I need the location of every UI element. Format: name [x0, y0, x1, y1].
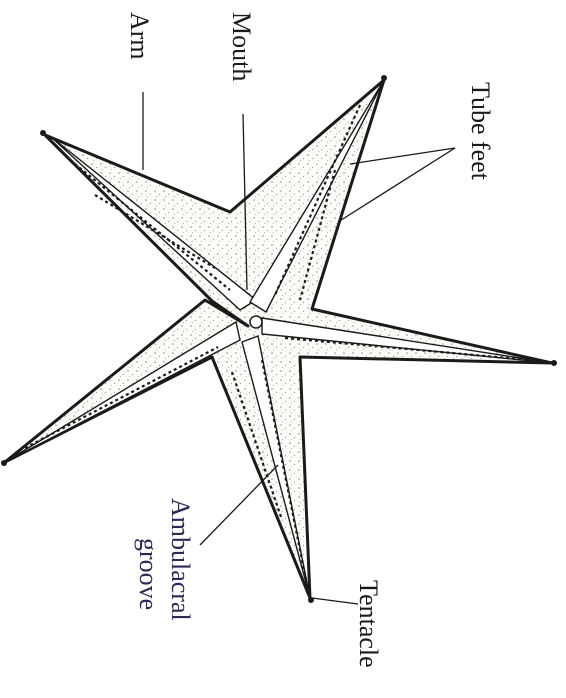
label-tentacle: Tentacle — [354, 580, 383, 668]
groove-left — [5, 322, 240, 462]
label-tube-feet: Tube feet — [466, 82, 495, 181]
ambulacral-groove-leader — [200, 465, 278, 545]
label-ambulacral-line1: Ambulacral — [166, 498, 195, 621]
mouth-opening — [250, 316, 262, 328]
label-mouth: Mouth — [227, 12, 256, 81]
tentacle-leader — [312, 598, 358, 604]
tube-feet-leader-1 — [350, 148, 455, 164]
label-arm: Arm — [125, 12, 154, 60]
label-ambulacral-line2: groove — [134, 538, 163, 610]
